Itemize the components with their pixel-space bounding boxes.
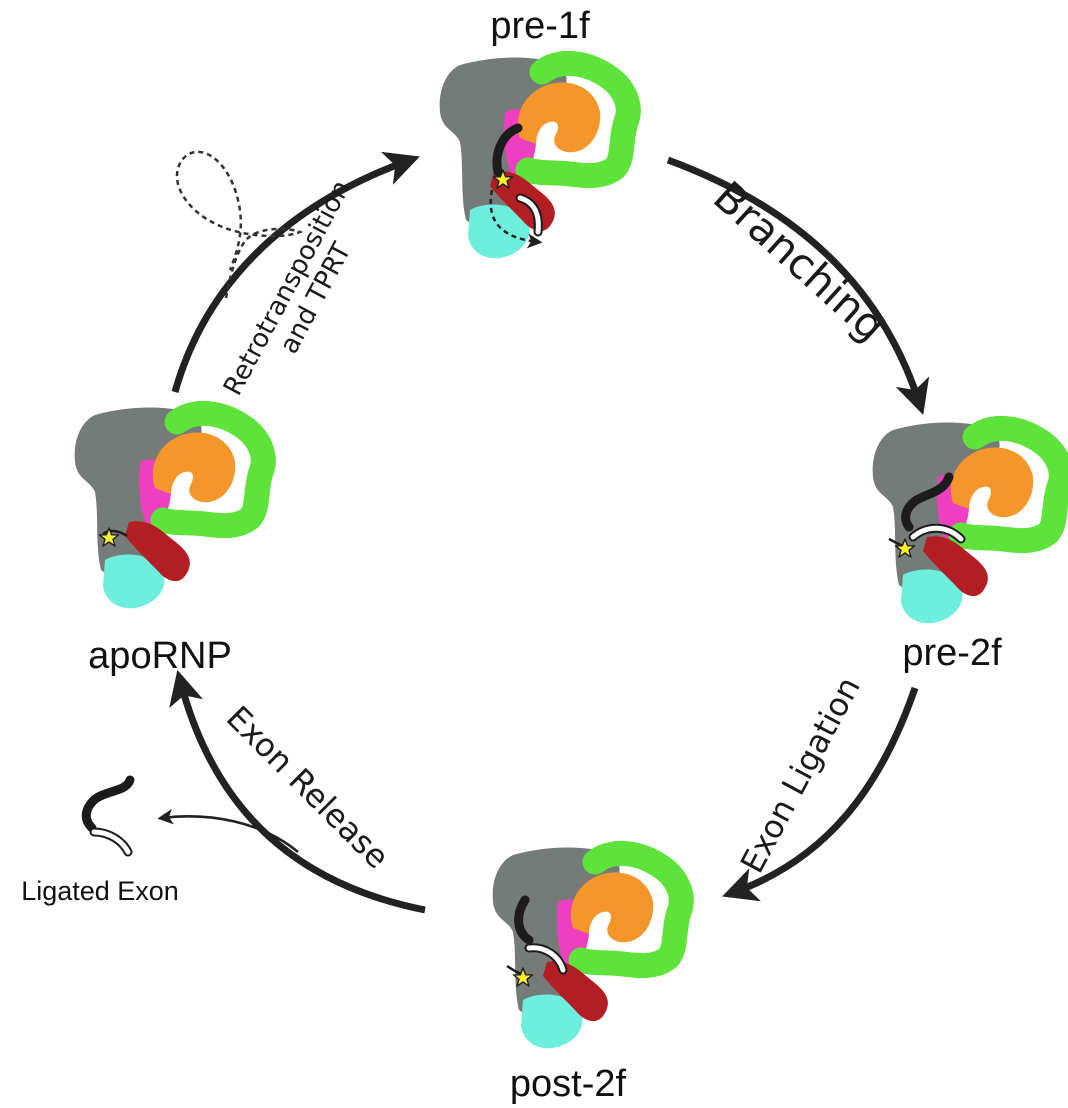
state-label-apornp: apoRNP [88, 635, 232, 677]
exon-ligation-arrow [722, 686, 919, 902]
five-prime-exon [492, 123, 523, 177]
step-label-exon-ligation: Exon Ligation [733, 670, 868, 879]
ligated-exon-product [81, 775, 135, 857]
branching-arrow [666, 156, 930, 415]
complex-pre-1f [440, 58, 629, 259]
retrotransposition-dotted-loop [175, 150, 304, 299]
step-label-branching: Branching [704, 172, 895, 351]
state-label-post-2f: post-2f [510, 1063, 627, 1105]
step-label-retrotransposition: Retrotransposition and TPRT [218, 168, 387, 414]
complex-pre-2f [873, 423, 1062, 624]
state-label-pre-2f: pre-2f [902, 632, 1002, 674]
complex-apornp [75, 408, 264, 609]
exon-release-arrow [169, 669, 426, 914]
retrotransposition-arrow [171, 151, 420, 393]
complex-post-2f [493, 848, 682, 1049]
ligated-exon-release-arrow [157, 808, 299, 853]
state-label-pre-1f: pre-1f [490, 5, 590, 47]
step-label-exon-release: Exon Release [219, 698, 397, 876]
ligated-exon-dark [514, 895, 534, 945]
product-label-ligated-exon: Ligated Exon [21, 876, 179, 906]
branch-dotted-arrow [489, 189, 543, 249]
ligated-exon-light [526, 945, 566, 973]
five-prime-exon [901, 472, 954, 532]
